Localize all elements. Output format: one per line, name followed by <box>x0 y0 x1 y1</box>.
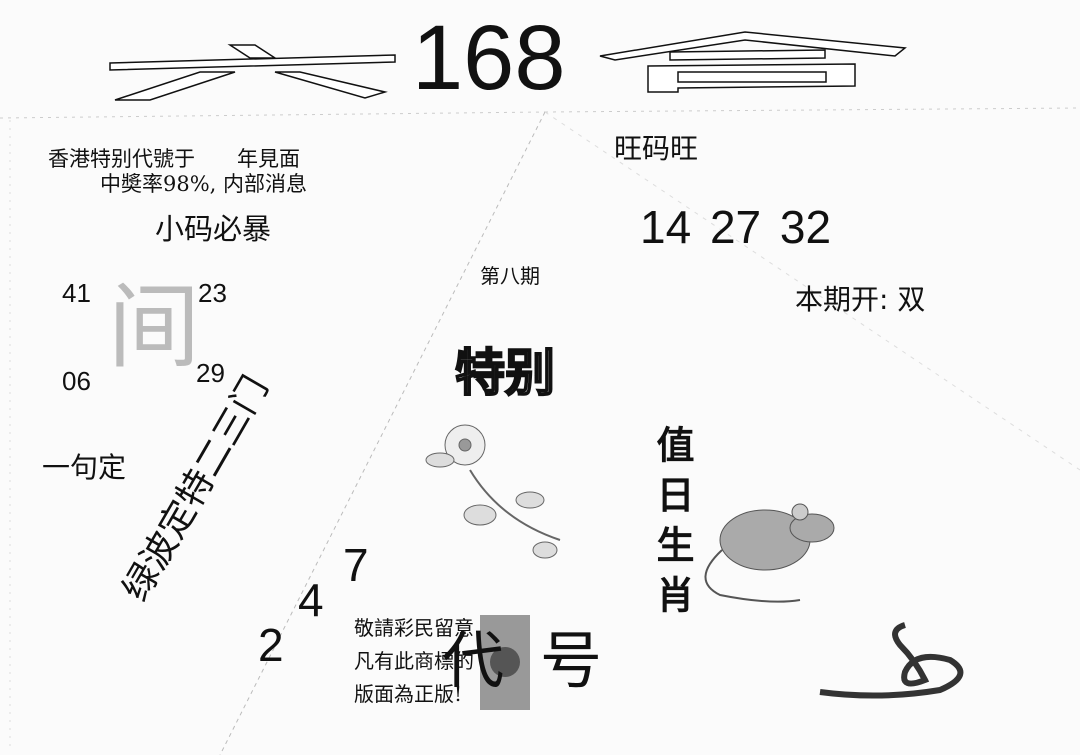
sequence-number: 4 <box>298 574 324 626</box>
title-liu-glyph <box>109 44 396 101</box>
small-code-number: 23 <box>198 278 227 308</box>
trademark-stamp-wheel <box>490 647 520 677</box>
snake-illustration <box>819 622 964 699</box>
divider-line <box>544 107 1080 113</box>
intro-line-1: 香港特别代號于 年見面 <box>48 147 300 171</box>
notice: 敬請彩民留意 凡有此商標的 版面為正版! <box>354 612 474 711</box>
zodiac-label: 值日生肖 <box>650 425 694 625</box>
hot-code-label: 旺码旺 <box>614 132 699 165</box>
small-code-number: 29 <box>196 358 225 388</box>
divider-line <box>0 111 546 119</box>
code-label: 代号 <box>442 624 639 697</box>
small-code-number: 41 <box>62 278 91 308</box>
hot-code-numbers: 14 27 32 <box>640 201 832 253</box>
small-code-label: 小码必暴 <box>155 212 272 246</box>
small-code-number: 06 <box>62 366 91 396</box>
title-number: 168 <box>412 7 566 109</box>
sequence-number: 2 <box>258 619 284 671</box>
divider-line <box>219 111 546 755</box>
center-glyph: 间 <box>108 274 201 381</box>
this-issue-result: 本期开: 双 <box>795 283 926 316</box>
notice-line: 敬請彩民留意 <box>354 616 474 640</box>
special-label: 特别 <box>454 343 556 403</box>
issue-label: 第八期 <box>480 264 540 288</box>
rat-illustration <box>704 503 835 603</box>
one-sentence-label: 一句定 <box>42 451 127 484</box>
title-he-glyph <box>599 31 907 93</box>
sequence-number: 7 <box>343 539 369 591</box>
notice-line: 版面為正版! <box>354 682 463 706</box>
flower-illustration <box>425 424 561 559</box>
intro-line-2: 中奬率98%, 内部消息 <box>100 172 308 196</box>
notice-line: 凡有此商標的 <box>354 649 474 673</box>
divider-line <box>544 111 1080 471</box>
